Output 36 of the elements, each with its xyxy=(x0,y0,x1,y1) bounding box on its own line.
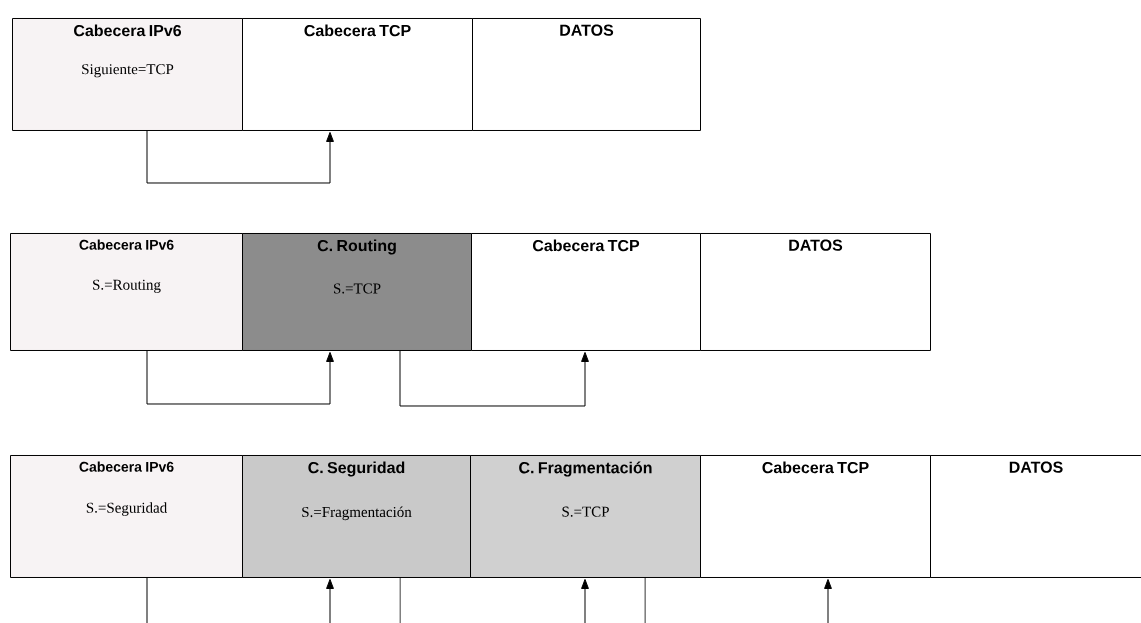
connector-arrow xyxy=(399,577,589,623)
header-box xyxy=(242,233,472,351)
header-title: Cabecera TCP xyxy=(532,239,640,252)
header-title: DATOS xyxy=(560,24,614,36)
header-box xyxy=(242,455,471,578)
header-title: C. Routing xyxy=(317,239,396,255)
field-value: S.=Seguridad xyxy=(86,502,167,516)
header-box xyxy=(12,18,243,131)
header-title: DATOS xyxy=(789,239,843,251)
header-box xyxy=(700,455,931,578)
header-title: Cabecera IPv6 xyxy=(79,239,174,250)
header-title: Cabecera TCP xyxy=(762,461,869,474)
header-box xyxy=(10,455,243,578)
header-title: Cabecera IPv6 xyxy=(79,461,174,472)
header-box xyxy=(930,455,1141,578)
header-title: DATOS xyxy=(1009,461,1063,473)
field-value: S.=TCP xyxy=(562,506,609,517)
header-box xyxy=(470,455,701,578)
connector-arrow xyxy=(399,350,589,407)
header-title: C. Fragmentación xyxy=(519,461,652,477)
field-value: S.=Routing xyxy=(93,279,161,293)
header-title: Cabecera TCP xyxy=(304,24,411,37)
connector-arrow xyxy=(644,577,832,623)
header-box xyxy=(700,233,931,351)
connector-arrow xyxy=(146,350,334,405)
field-value: S.=Fragmentación xyxy=(302,506,412,521)
field-value: Siguiente=TCP xyxy=(82,64,174,78)
header-box xyxy=(471,233,701,351)
header-box xyxy=(472,18,701,131)
header-box xyxy=(10,233,243,351)
connector-arrow xyxy=(146,577,334,623)
connector-arrow xyxy=(146,130,334,184)
header-title: Cabecera IPv6 xyxy=(74,24,182,37)
header-box xyxy=(242,18,473,131)
header-title: C. Seguridad xyxy=(308,461,405,477)
field-value: S.=TCP xyxy=(334,283,381,294)
